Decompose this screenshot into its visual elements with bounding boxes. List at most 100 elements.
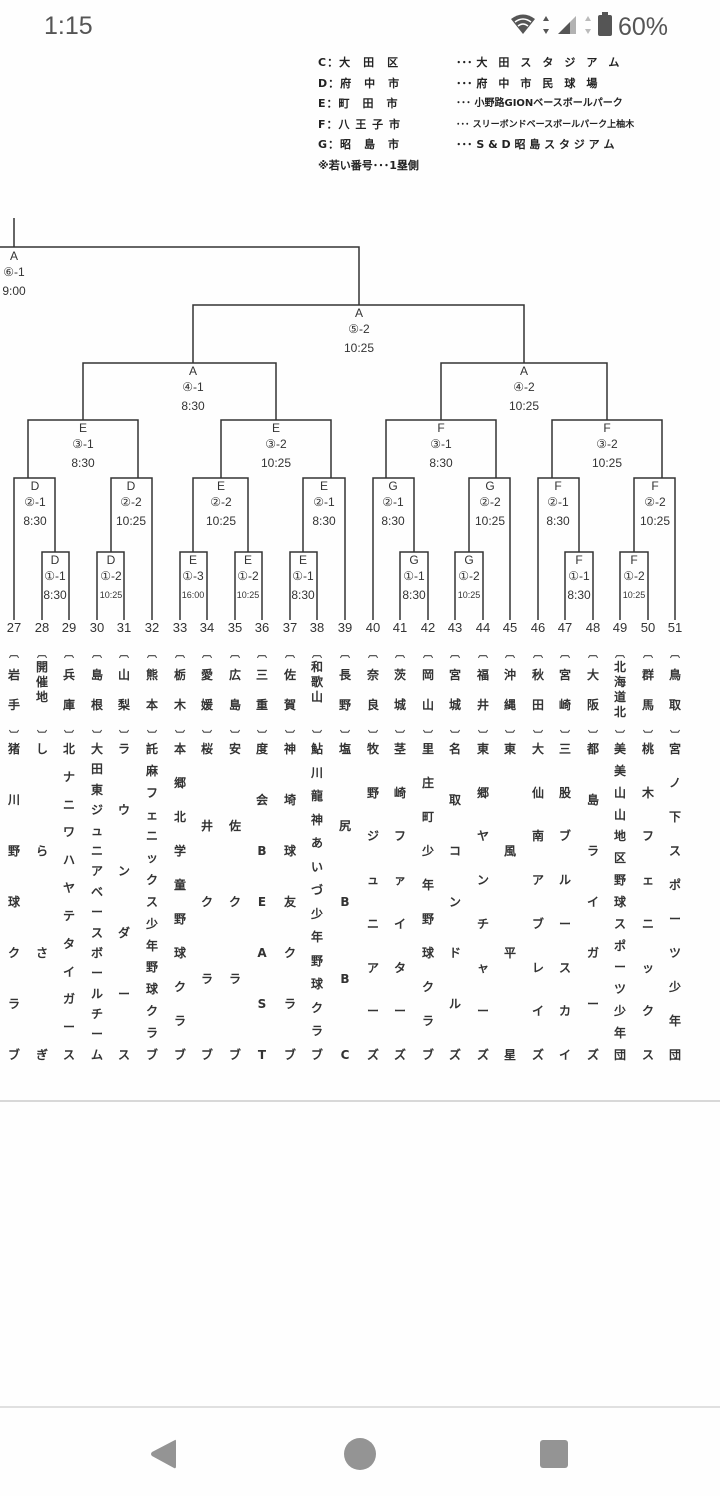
back-button[interactable] [144, 1436, 184, 1472]
seed-number: 33 [172, 620, 188, 635]
match-time: 8:30 [429, 456, 453, 470]
seed-number: 45 [502, 620, 518, 635]
match-number: ①-1 [292, 569, 314, 583]
bracket-close: ︺ [64, 731, 74, 742]
team-name: 猪川野球クラブ [7, 742, 20, 1062]
seed-number: 35 [227, 620, 243, 635]
bracket-open: ︹ [340, 649, 350, 660]
match-time: 8:30 [43, 588, 67, 602]
prefecture-label: ︹秋田 [531, 649, 544, 713]
team-name: 桃木フェニックス [641, 742, 654, 1062]
team-name: 三股ブルースカイ [558, 742, 571, 1062]
page-divider [0, 1100, 720, 1102]
battery-percent: 60% [617, 13, 668, 41]
match-number: ④-1 [182, 380, 204, 394]
team-name: 宮ノ下スポーツ少年団 [668, 742, 681, 1062]
recents-icon [540, 1440, 568, 1468]
match-number: ②-2 [644, 495, 666, 509]
match-time: 10:25 [205, 514, 237, 528]
team-name: 牧野ジュニアーズ [366, 742, 379, 1062]
bracket-open: ︹ [92, 649, 102, 660]
data-arrows-icon-2 [584, 13, 592, 42]
bracket-close: ︺ [588, 731, 598, 742]
seed-number: 47 [557, 620, 573, 635]
bracket-open: ︹ [615, 649, 625, 660]
prefecture-label: ︹和歌山 [310, 649, 323, 705]
bracket-close: ︺ [478, 731, 488, 742]
match-time: 10:25 [622, 590, 646, 600]
bracket-open: ︹ [423, 649, 433, 660]
match-time: 8:30 [381, 514, 405, 528]
bracket-lines [0, 218, 676, 620]
seed-number: 51 [667, 620, 683, 635]
prefecture-label: ︹佐賀 [283, 649, 296, 713]
match-number: ②-1 [382, 495, 404, 509]
match-time: 10:25 [508, 399, 540, 413]
match-time: 8:30 [181, 399, 205, 413]
match-number: ③-1 [72, 437, 94, 451]
match-time: 10:25 [115, 514, 147, 528]
match-venue: D [50, 553, 60, 567]
match-venue: E [319, 479, 329, 493]
prefecture-label: ︹宮崎 [558, 649, 571, 713]
match-venue: F [603, 421, 611, 435]
seed-number: 37 [282, 620, 298, 635]
venue-legend: C：大 田 区･･･ 大 田 ス タ ジ ア ム D：府 中 市･･･ 府 中 … [318, 53, 653, 176]
match-time: 8:30 [71, 456, 95, 470]
team-name: しらさぎ [35, 742, 48, 1062]
bracket-open: ︹ [147, 649, 157, 660]
status-bar: 1:15 60% [0, 0, 720, 55]
team-name: 美美山山地区野球スポーツ少年団 [613, 742, 626, 1062]
match-number: ①-2 [458, 569, 480, 583]
prefecture-label: ︹熊本 [145, 649, 158, 713]
prefecture-label: ︹宮城 [448, 649, 461, 713]
team-name: 神埼球友クラブ [283, 742, 296, 1062]
bracket-close: ︺ [147, 731, 157, 742]
match-number: ②-2 [210, 495, 232, 509]
home-button[interactable] [340, 1436, 380, 1472]
bracket-close: ︺ [285, 731, 295, 742]
bracket-close: ︺ [615, 731, 625, 742]
match-number: ⑤-2 [348, 322, 370, 336]
team-name: 大田東ジュニアベースボールチーム [90, 742, 103, 1062]
bracket-open: ︹ [285, 649, 295, 660]
prefecture-label: ︹岡山 [421, 649, 434, 713]
prefecture-label: ︹三重 [255, 649, 268, 713]
prefecture-label: ︹開催地 [35, 649, 48, 705]
bracket-open: ︹ [560, 649, 570, 660]
match-venue: D [106, 553, 116, 567]
bracket-close: ︺ [202, 731, 212, 742]
match-venue: F [575, 553, 583, 567]
match-venue: G [464, 553, 474, 567]
match-number: ③-1 [430, 437, 452, 451]
match-number: ②-2 [479, 495, 501, 509]
match-number: ②-1 [547, 495, 569, 509]
legend-row: F：八 王 子 市･･･ スリーボンドベースボールパーク上柚木 [318, 117, 635, 131]
team-name: 東郷ヤンチャーズ [476, 742, 489, 1062]
recents-button[interactable] [534, 1436, 574, 1472]
bracket-close: ︺ [92, 731, 102, 742]
wifi-icon [510, 13, 536, 42]
match-time: 8:30 [546, 514, 570, 528]
match-time: 10:25 [639, 514, 671, 528]
nav-divider [0, 1406, 720, 1408]
match-time: 16:00 [181, 590, 205, 600]
team-name: 東風平星 [503, 742, 516, 1062]
match-number: ①-2 [237, 569, 259, 583]
seed-number: 48 [585, 620, 601, 635]
match-number: ①-1 [403, 569, 425, 583]
legend-row: C：大 田 区･･･ 大 田 ス タ ジ ア ム [318, 56, 620, 69]
match-venue: E [271, 421, 280, 435]
seed-number: 40 [365, 620, 381, 635]
prefecture-label: ︹岩手 [7, 649, 20, 713]
